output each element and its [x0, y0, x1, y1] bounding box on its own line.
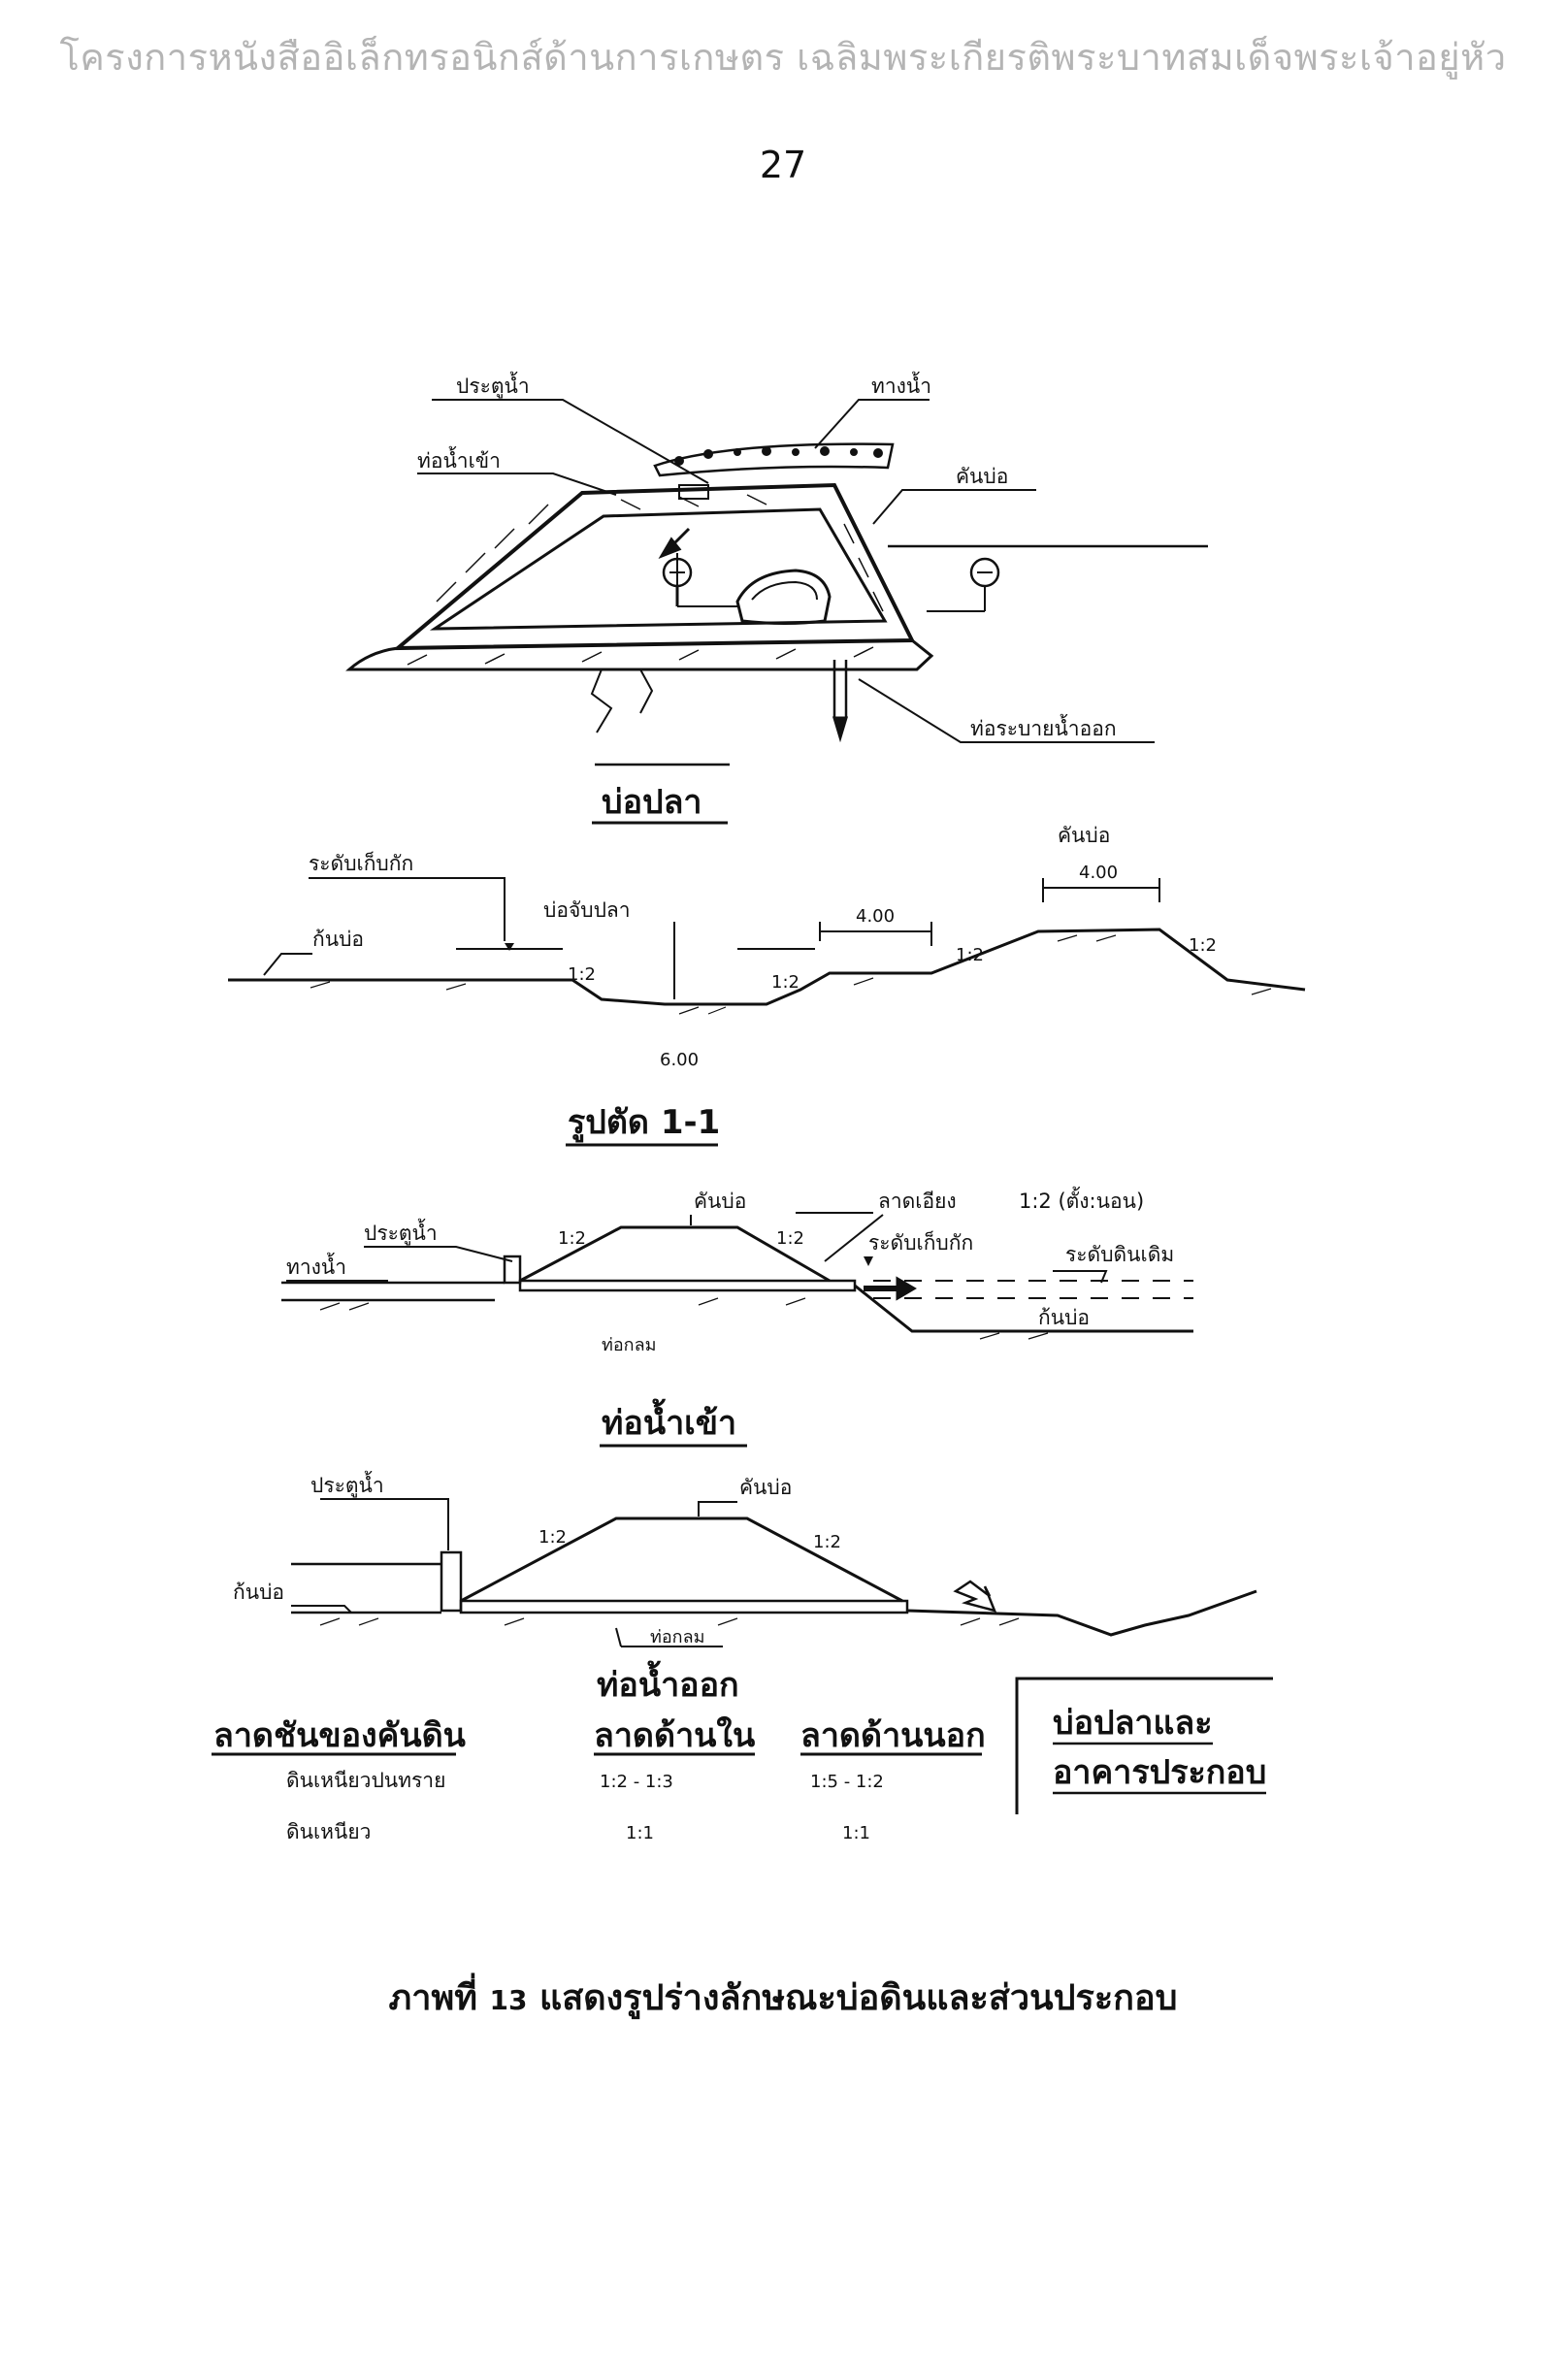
section1-slope-1: 1:2: [568, 964, 596, 985]
caption-number: 13: [489, 1984, 528, 2016]
inlet-waterway-label: ทางน้ำ: [286, 1253, 346, 1279]
inlet-pipe-label: ท่อกลม: [602, 1335, 656, 1355]
outlet-section: ประตูน้ำ คันบ่อ ก้นบ่อ ท่อกลม 1:2 1:2 ท่…: [233, 1471, 1257, 1705]
caption-text: แสดงรูปร่างลักษณะบ่อดินและส่วนประกอบ: [539, 1978, 1178, 2018]
inlet-pond-bottom-label: ก้นบ่อ: [1038, 1306, 1090, 1329]
inlet-slope-ratio-label: ลาดเอียง: [878, 1190, 957, 1213]
inlet-section: คันบ่อ ลาดเอียง 1:2 (ตั้ง:นอน) ประตูน้ำ …: [281, 1187, 1193, 1448]
slope-table: ลาดชันของคันดิน ลาดด้านใน ลาดด้านนอก ดิน…: [213, 1715, 986, 1843]
inlet-original-ground-label: ระดับดินเดิม: [1065, 1243, 1174, 1266]
slope-table-row2-inner: 1:1: [626, 1823, 654, 1843]
slope-table-header-outer: ลาดด้านนอก: [800, 1716, 986, 1755]
plan-gate-label: ประตูน้ำ: [456, 372, 530, 399]
inlet-harvest-level-label: ระดับเก็บกัก: [868, 1229, 973, 1255]
inlet-dike-label: คันบ่อ: [694, 1190, 746, 1213]
running-header: โครงการหนังสืออิเล็กทรอนิกส์ด้านการเกษตร…: [59, 36, 1507, 79]
outlet-pond-bottom-label: ก้นบ่อ: [233, 1581, 284, 1604]
inlet-gate-label: ประตูน้ำ: [364, 1219, 438, 1246]
slope-table-row1-outer: 1:5 - 1:2: [810, 1772, 884, 1792]
inlet-slope-1: 1:2: [558, 1228, 586, 1249]
outlet-slope-2: 1:2: [813, 1532, 841, 1552]
section1-dike-top-dimension: 4.00: [1079, 863, 1118, 883]
slope-table-row1-inner: 1:2 - 1:3: [600, 1772, 673, 1792]
legend-box-line1: บ่อปลาและ: [1053, 1704, 1213, 1743]
plan-outlet-drain-label: ท่อระบายน้ำออก: [970, 714, 1117, 740]
outlet-title: ท่อน้ำออก: [597, 1660, 739, 1705]
section1-title: รูปตัด 1-1: [568, 1103, 720, 1143]
figure-caption: ภาพที่ 13 แสดงรูปร่างลักษณะบ่อดินและส่วน…: [0, 1970, 1566, 2025]
caption-prefix: ภาพที่: [388, 1978, 477, 2018]
slope-table-header-soil: ลาดชันของคันดิน: [213, 1716, 466, 1755]
section1-harvest-level-label: ระดับเก็บกัก: [309, 850, 413, 875]
page-number: 27: [759, 144, 807, 186]
plan-waterway-label: ทางน้ำ: [871, 372, 931, 398]
slope-table-row1-soil: ดินเหนียวปนทราย: [286, 1769, 445, 1792]
plan-title: บ่อปลา: [602, 783, 702, 822]
section1-pond-bottom-label: ก้นบ่อ: [312, 928, 364, 951]
inlet-slope-2: 1:2: [776, 1228, 804, 1249]
section1-catch-basin-label: บ่อจับปลา: [543, 898, 631, 922]
section-1-1: คันบ่อ ระดับเก็บกัก บ่อจับปลา ก้นบ่อ 4.0…: [228, 824, 1306, 1147]
legend-box-line2: อาคารประกอบ: [1053, 1753, 1266, 1792]
outlet-slope-1: 1:2: [538, 1527, 567, 1548]
section1-slope-4: 1:2: [1189, 935, 1217, 956]
outlet-gate-label: ประตูน้ำ: [310, 1471, 384, 1498]
outlet-pipe-label: ท่อกลม: [650, 1627, 704, 1647]
section1-slope-2: 1:2: [771, 972, 799, 993]
section1-basin-width-dimension: 6.00: [660, 1050, 699, 1070]
plan-dike-label: คันบ่อ: [956, 465, 1008, 488]
section1-dike-label: คันบ่อ: [1058, 824, 1110, 847]
section1-slope-3: 1:2: [956, 945, 984, 965]
plan-inlet-label: ท่อน้ำเข้า: [417, 446, 501, 473]
slope-table-row2-soil: ดินเหนียว: [286, 1820, 371, 1843]
inlet-title: ท่อน้ำเข้า: [602, 1398, 736, 1443]
section1-berm-dimension: 4.00: [856, 906, 895, 927]
pond-plan-view: ประตูน้ำ ทางน้ำ ท่อน้ำเข้า คันบ่อ ท่อระบ…: [345, 372, 1208, 825]
inlet-slope-value: 1:2 (ตั้ง:นอน): [1019, 1187, 1144, 1213]
slope-table-row2-outer: 1:1: [842, 1823, 870, 1843]
outlet-dike-label: คันบ่อ: [739, 1476, 792, 1499]
slope-table-header-inner: ลาดด้านใน: [594, 1715, 755, 1755]
